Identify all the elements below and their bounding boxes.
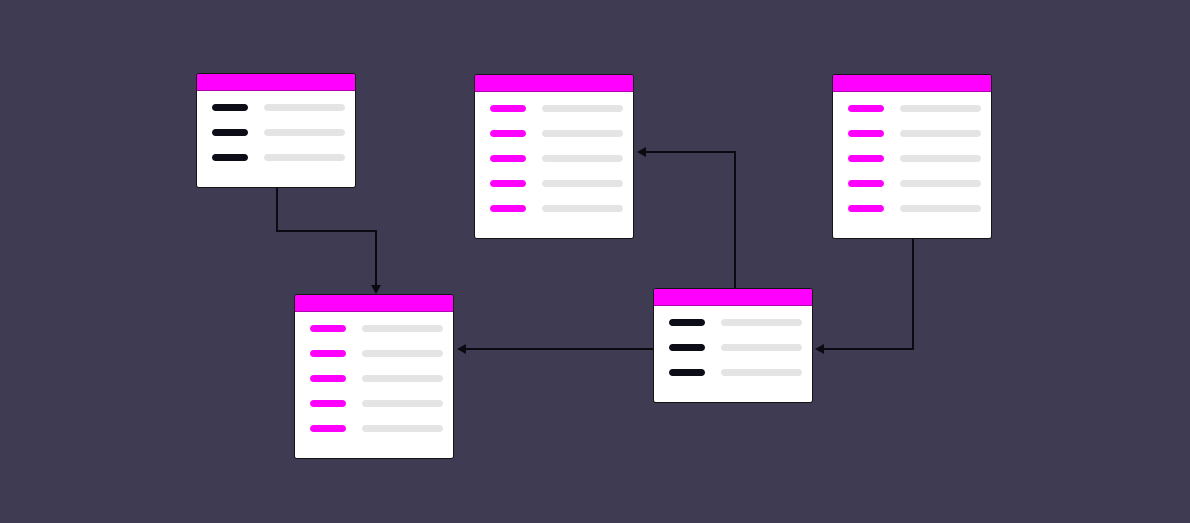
field-key-placeholder [848,180,884,187]
field-key-placeholder [310,425,346,432]
table-fields [197,91,355,187]
relation-table-c-to-table-e [815,229,914,354]
entity-table-c[interactable] [832,74,992,239]
relation-table-a-to-table-d [276,180,381,294]
field-key-placeholder [212,129,248,136]
field-value-placeholder [900,180,981,187]
table-field-row [833,155,991,180]
field-key-placeholder [490,155,526,162]
table-header [475,75,633,92]
field-value-placeholder [542,180,623,187]
connector-line [276,180,377,285]
table-field-row [833,105,991,130]
field-value-placeholder [900,155,981,162]
field-value-placeholder [362,350,443,357]
relation-table-e-to-table-b [637,147,736,288]
table-field-row [295,400,453,425]
table-header [654,289,812,306]
table-field-row [197,154,355,179]
field-value-placeholder [362,325,443,332]
field-value-placeholder [362,400,443,407]
field-key-placeholder [490,105,526,112]
table-field-row [197,129,355,154]
field-value-placeholder [264,154,345,161]
field-value-placeholder [721,319,802,326]
arrowhead-icon [637,147,646,157]
field-value-placeholder [900,130,981,137]
field-value-placeholder [264,129,345,136]
arrowhead-icon [457,344,466,354]
field-key-placeholder [669,369,705,376]
field-key-placeholder [212,104,248,111]
table-field-row [295,375,453,400]
field-value-placeholder [721,344,802,351]
table-field-row [475,205,633,230]
field-key-placeholder [669,319,705,326]
field-key-placeholder [212,154,248,161]
arrowhead-icon [371,285,381,294]
field-key-placeholder [848,155,884,162]
table-field-row [475,180,633,205]
entity-table-b[interactable] [474,74,634,239]
entity-table-d[interactable] [294,294,454,459]
field-value-placeholder [542,155,623,162]
field-value-placeholder [900,105,981,112]
table-fields [833,92,991,238]
table-field-row [833,180,991,205]
table-field-row [654,319,812,344]
field-key-placeholder [848,205,884,212]
arrowhead-icon [815,344,824,354]
table-field-row [475,105,633,130]
table-field-row [475,155,633,180]
table-header [833,75,991,92]
table-field-row [833,205,991,230]
field-key-placeholder [310,375,346,382]
field-key-placeholder [490,205,526,212]
table-header [295,295,453,312]
field-key-placeholder [490,130,526,137]
connector-line [646,151,736,288]
field-value-placeholder [264,104,345,111]
field-value-placeholder [542,105,623,112]
field-key-placeholder [848,130,884,137]
field-value-placeholder [542,205,623,212]
field-key-placeholder [669,344,705,351]
field-value-placeholder [721,369,802,376]
table-fields [295,312,453,458]
entity-table-e[interactable] [653,288,813,403]
field-key-placeholder [310,325,346,332]
table-field-row [295,350,453,375]
table-field-row [833,130,991,155]
connector-line [824,229,914,350]
table-header [197,74,355,91]
table-field-row [654,344,812,369]
field-value-placeholder [362,375,443,382]
relation-table-e-to-table-d [457,344,653,354]
field-key-placeholder [848,105,884,112]
field-value-placeholder [900,205,981,212]
entity-table-a[interactable] [196,73,356,188]
table-fields [475,92,633,238]
table-field-row [475,130,633,155]
field-value-placeholder [542,130,623,137]
table-fields [654,306,812,402]
field-key-placeholder [310,350,346,357]
table-field-row [295,325,453,350]
field-key-placeholder [490,180,526,187]
table-field-row [197,104,355,129]
field-value-placeholder [362,425,443,432]
table-field-row [654,369,812,394]
field-key-placeholder [310,400,346,407]
table-field-row [295,425,453,450]
